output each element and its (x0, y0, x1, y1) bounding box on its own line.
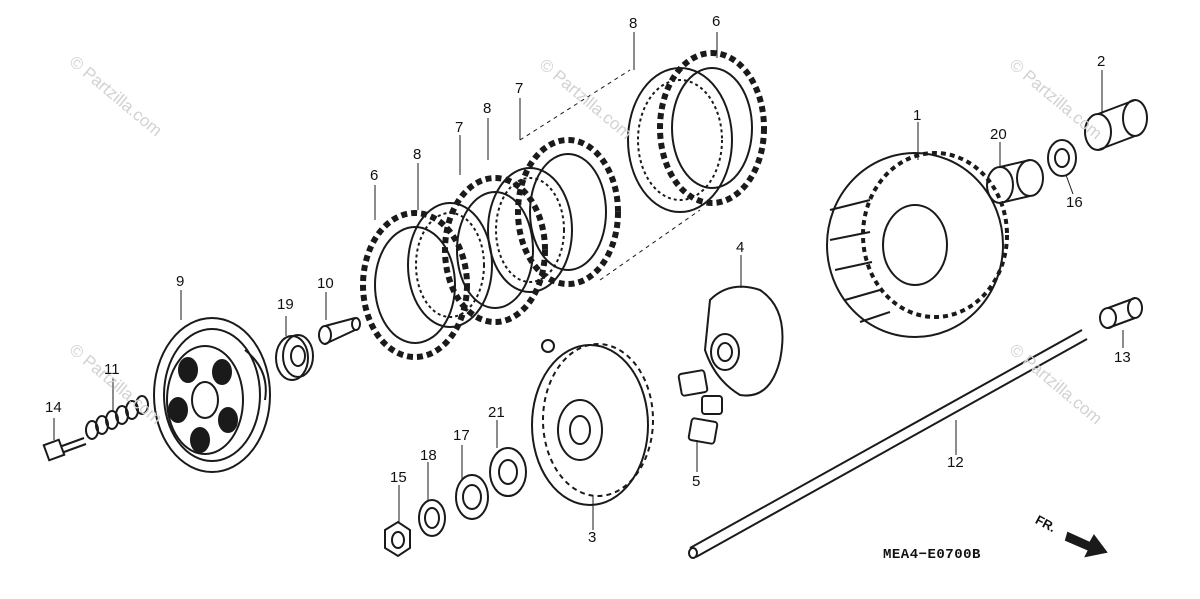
callout-19: 19 (277, 296, 294, 313)
clutch-center-hub (531, 339, 654, 506)
bushing (1099, 297, 1143, 329)
front-arrow-icon (1064, 531, 1108, 558)
callout-15: 15 (390, 469, 407, 486)
washer (489, 447, 527, 497)
callout-5: 5 (692, 473, 701, 490)
callout-8: 8 (413, 146, 422, 163)
lifter-plate (703, 285, 784, 397)
callout-3: 3 (588, 529, 597, 546)
friction-disc (515, 137, 621, 287)
callout-16: 16 (1066, 194, 1083, 211)
washer (455, 474, 489, 520)
thrust-washer (1047, 139, 1077, 177)
callout-14: 14 (45, 399, 62, 416)
callout-21: 21 (488, 404, 505, 421)
callout-7: 7 (515, 80, 524, 97)
lifter-rod (318, 317, 361, 345)
callout-17: 17 (453, 427, 470, 444)
plate-group-guide (519, 69, 701, 281)
callout-11: 11 (104, 361, 120, 378)
friction-disc (442, 175, 548, 325)
callout-20: 20 (990, 126, 1007, 143)
clutch-plate (407, 202, 493, 328)
callout-12: 12 (947, 454, 964, 471)
callout-6: 6 (370, 167, 379, 184)
collar (1084, 99, 1148, 151)
callout-18: 18 (420, 447, 437, 464)
lock-washer (418, 499, 446, 537)
callout-6: 6 (712, 13, 721, 30)
clutch-plate (487, 167, 573, 293)
clutch-outer-housing (826, 151, 1009, 338)
callout-1: 1 (913, 107, 922, 124)
callout-8: 8 (483, 100, 492, 117)
leader-lines (53, 32, 1124, 530)
callout-9: 9 (176, 273, 185, 290)
push-rod (688, 329, 1088, 559)
needle-bearing (986, 159, 1044, 204)
bolt (42, 437, 87, 462)
callout-2: 2 (1097, 53, 1106, 70)
clutch-weight (677, 369, 723, 445)
lock-nut (384, 520, 411, 558)
callout-4: 4 (736, 239, 745, 256)
callout-13: 13 (1114, 349, 1131, 366)
callout-8: 8 (629, 15, 638, 32)
callout-7: 7 (455, 119, 464, 136)
friction-disc (657, 50, 767, 206)
friction-disc (360, 210, 470, 360)
clutch-spring (85, 395, 149, 440)
pressure-plate (153, 317, 271, 473)
callout-10: 10 (317, 275, 334, 292)
bearing (275, 334, 314, 381)
diagram-code: MEA4−E0700B (883, 547, 981, 563)
